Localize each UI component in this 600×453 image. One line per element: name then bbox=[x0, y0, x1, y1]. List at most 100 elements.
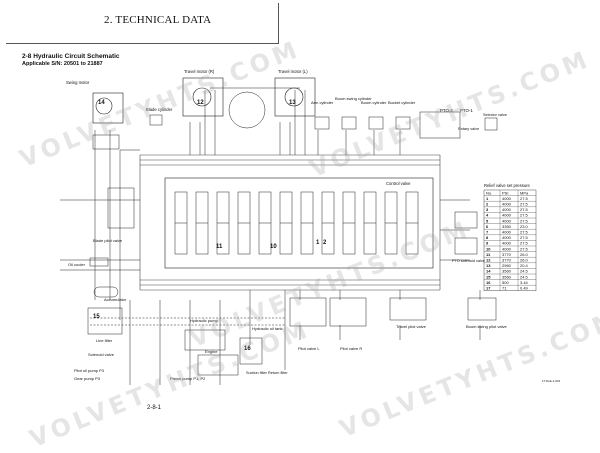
svg-text:10: 10 bbox=[270, 244, 277, 250]
relief-table-cell: 3.44 bbox=[520, 280, 529, 285]
relief-table-cell: 10 bbox=[486, 246, 491, 251]
relief-table-cell: 27.5 bbox=[520, 230, 529, 235]
drawing-number: 1710-E-1-001 bbox=[542, 379, 561, 383]
rotary-valve-label: Rotary valve bbox=[458, 127, 479, 131]
hydraulic-schematic: Swing motor 14 Travel motor (R) 12 Trave… bbox=[60, 69, 561, 385]
section-subtitle: Applicable S/N: 20501 to 21887 bbox=[22, 61, 103, 67]
relief-table-cell: 24.5 bbox=[520, 269, 529, 274]
swing-motor: Swing motor 14 bbox=[66, 80, 124, 150]
travel-motor-r: Travel motor (R) 12 bbox=[182, 69, 224, 117]
relief-table-cell: 0.49 bbox=[520, 286, 529, 291]
page-number: 2-8-1 bbox=[147, 405, 162, 411]
relief-table-cell: 4000 bbox=[502, 207, 512, 212]
svg-text:14: 14 bbox=[98, 100, 105, 106]
relief-table-cell: 4000 bbox=[502, 246, 512, 251]
pto-section: PTO-2 PTO-1 Rotary valve Selector valve bbox=[419, 108, 507, 139]
blade-cylinder-label: Blade cylinder bbox=[146, 107, 173, 112]
travel-motor-r-label: Travel motor (R) bbox=[184, 69, 215, 74]
selector-valve-label: Selector valve bbox=[483, 113, 507, 117]
relief-table-cell: 8 bbox=[486, 235, 489, 240]
engine-label: Engine bbox=[205, 349, 218, 354]
oil-cooler: Oil cooler bbox=[68, 257, 109, 267]
oil-tank-label: Hydraulic oil tank bbox=[252, 326, 282, 331]
relief-table-cell: 27.5 bbox=[520, 241, 529, 246]
pto-solenoid-label: PTO solenoid valve bbox=[452, 259, 485, 263]
relief-table-cell: 3560 bbox=[502, 269, 512, 274]
relief-table-cell: 26.0 bbox=[520, 252, 529, 257]
travel-motor-l: Travel motor (L) 13 bbox=[274, 69, 316, 117]
relief-table-cell: 27.5 bbox=[520, 213, 529, 218]
accumulator: Accumulator bbox=[93, 286, 127, 302]
relief-table-header: No. bbox=[486, 190, 492, 195]
boom-cylinder-label: Boom cylinder bbox=[361, 100, 387, 105]
control-valve-label: Control valve bbox=[386, 181, 411, 186]
pilot-valves: Pilot valve L Pilot valve R Travel pilot… bbox=[289, 297, 507, 351]
relief-table-header: MPa bbox=[520, 190, 529, 195]
gear-pump-label: Gear pump P3 bbox=[74, 376, 101, 381]
blade-pilot-valve: Blade pilot valve bbox=[93, 187, 135, 243]
solenoid-valve-label: Solenoid valve bbox=[88, 352, 115, 357]
relief-table-cell: 11 bbox=[486, 252, 491, 257]
relief-table-cell: 15 bbox=[486, 274, 491, 279]
travel-pilot-valve-label: Travel pilot valve bbox=[396, 324, 427, 329]
section-title: 2-8 Hydraulic Circuit Schematic bbox=[22, 53, 120, 60]
pump-group: 15 Line filter Solenoid valve Pilot oil … bbox=[74, 307, 239, 381]
relief-table-cell: 16 bbox=[486, 280, 491, 285]
relief-table-cell: 27.5 bbox=[520, 218, 529, 223]
relief-table-cell: 1 bbox=[486, 196, 489, 201]
hydraulic-pump-label: Hydraulic pump bbox=[190, 318, 219, 323]
relief-table-cell: 27.5 bbox=[520, 196, 529, 201]
return-filter-label: Return filter bbox=[268, 371, 288, 375]
relief-table-cell: 71 bbox=[502, 286, 507, 291]
relief-table-cell: 2 bbox=[486, 202, 489, 207]
relief-table-cell: 3560 bbox=[502, 274, 512, 279]
blade-cylinder: Blade cylinder bbox=[146, 107, 173, 126]
svg-text:12: 12 bbox=[197, 100, 204, 106]
relief-table-cell: 4000 bbox=[502, 202, 512, 207]
blade-pilot-valve-label: Blade pilot valve bbox=[93, 238, 123, 243]
pilot-valve-r-label: Pilot valve R bbox=[340, 346, 362, 351]
relief-table-cell: 6 bbox=[486, 224, 489, 229]
oil-cooler-label: Oil cooler bbox=[68, 262, 86, 267]
relief-table-cell: 500 bbox=[502, 280, 509, 285]
relief-table-cell: 3350 bbox=[502, 224, 512, 229]
relief-table-cell: 3770 bbox=[502, 258, 512, 263]
relief-table-cell: 4000 bbox=[502, 213, 512, 218]
arm-cylinder-label: Arm cylinder bbox=[311, 100, 334, 105]
pilot-valve-l-label: Pilot valve L bbox=[298, 346, 320, 351]
relief-table-cell: 17 bbox=[486, 286, 491, 291]
svg-text:16: 16 bbox=[244, 346, 251, 352]
svg-text:2: 2 bbox=[323, 240, 327, 246]
svg-text:11: 11 bbox=[216, 244, 223, 250]
svg-text:13: 13 bbox=[289, 100, 296, 106]
relief-table-cell: 26.0 bbox=[520, 258, 529, 263]
relief-table-cell: 14 bbox=[486, 269, 491, 274]
boom-swing-pilot-label: Boom swing pilot valve bbox=[466, 324, 507, 329]
oil-tank: 16 Hydraulic oil tank Suction filter Ret… bbox=[239, 326, 288, 375]
relief-table-cell: 4000 bbox=[502, 241, 512, 246]
relief-table-cell: 4 bbox=[486, 213, 489, 218]
relief-table-cell: 4000 bbox=[502, 230, 512, 235]
relief-table-cell: 2960 bbox=[502, 263, 512, 268]
relief-table-cell: 20.4 bbox=[520, 263, 529, 268]
piston-pump-label: Piston pump P1, P2 bbox=[170, 376, 206, 381]
pto2-label: PTO-2 bbox=[440, 108, 453, 113]
control-valve: Control valve 11 10 1 2 bbox=[164, 177, 434, 269]
relief-table-cell: 4000 bbox=[502, 218, 512, 223]
line-filter-label: Line filter bbox=[96, 338, 113, 343]
relief-table-title: Relief valve set pressure bbox=[484, 183, 531, 188]
travel-motor-l-label: Travel motor (L) bbox=[278, 69, 308, 74]
relief-table-cell: 4000 bbox=[502, 235, 512, 240]
swing-motor-label: Swing motor bbox=[66, 80, 90, 85]
relief-table-cell: 27.5 bbox=[520, 235, 529, 240]
boom-swing-cylinder-label: Boom swing cylinder bbox=[335, 96, 372, 101]
relief-table-cell: 5 bbox=[486, 218, 489, 223]
pto1-label: PTO-1 bbox=[460, 108, 473, 113]
pto-solenoid: PTO solenoid valve bbox=[452, 211, 485, 263]
pilot-gear-pump-label: Pilot oil pump P3 bbox=[74, 368, 105, 373]
relief-table-cell: 24.5 bbox=[520, 274, 529, 279]
svg-text:1: 1 bbox=[316, 240, 320, 246]
relief-table-cell: 13 bbox=[486, 263, 491, 268]
relief-table-cell: 3 bbox=[486, 207, 489, 212]
